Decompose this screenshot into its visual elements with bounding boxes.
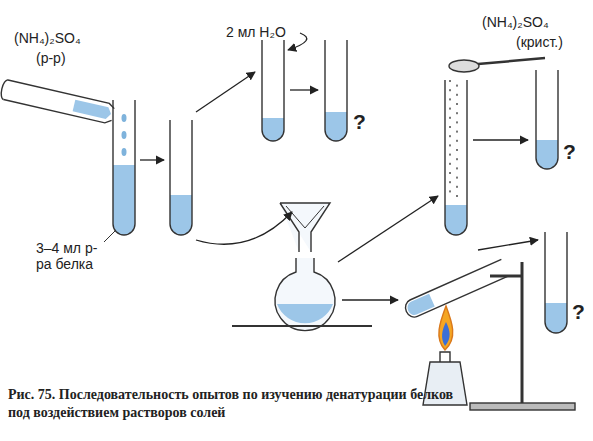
test-tube (325, 40, 347, 141)
note-label: (крист.) (516, 34, 563, 50)
test-tube (545, 232, 567, 333)
spoon (478, 58, 545, 64)
test-tube (536, 70, 558, 169)
crystals (449, 80, 458, 197)
stand (470, 262, 575, 410)
formula-label: (NH₄)₂SO₄ (482, 14, 549, 30)
test-tube (262, 40, 284, 141)
drops (122, 114, 127, 156)
question-mark: ? (572, 300, 585, 324)
sample-label: 3–4 мл р-ра белка (36, 240, 110, 272)
test-tube (113, 100, 135, 235)
figure-caption: Рис. 75. Последовательность опытов по из… (8, 386, 466, 421)
test-tube (445, 80, 467, 235)
filter-flask (232, 203, 372, 331)
note-label: (р-р) (36, 50, 66, 66)
arrow (140, 33, 538, 300)
formula-label: (NH₄)₂SO₄ (14, 30, 81, 46)
reagent-label: 2 мл H₂O (226, 24, 286, 40)
pouring-tube (0, 79, 115, 124)
question-mark: ? (563, 140, 576, 164)
question-mark: ? (353, 110, 366, 134)
heated-tube (403, 259, 509, 319)
test-tube (170, 120, 192, 235)
